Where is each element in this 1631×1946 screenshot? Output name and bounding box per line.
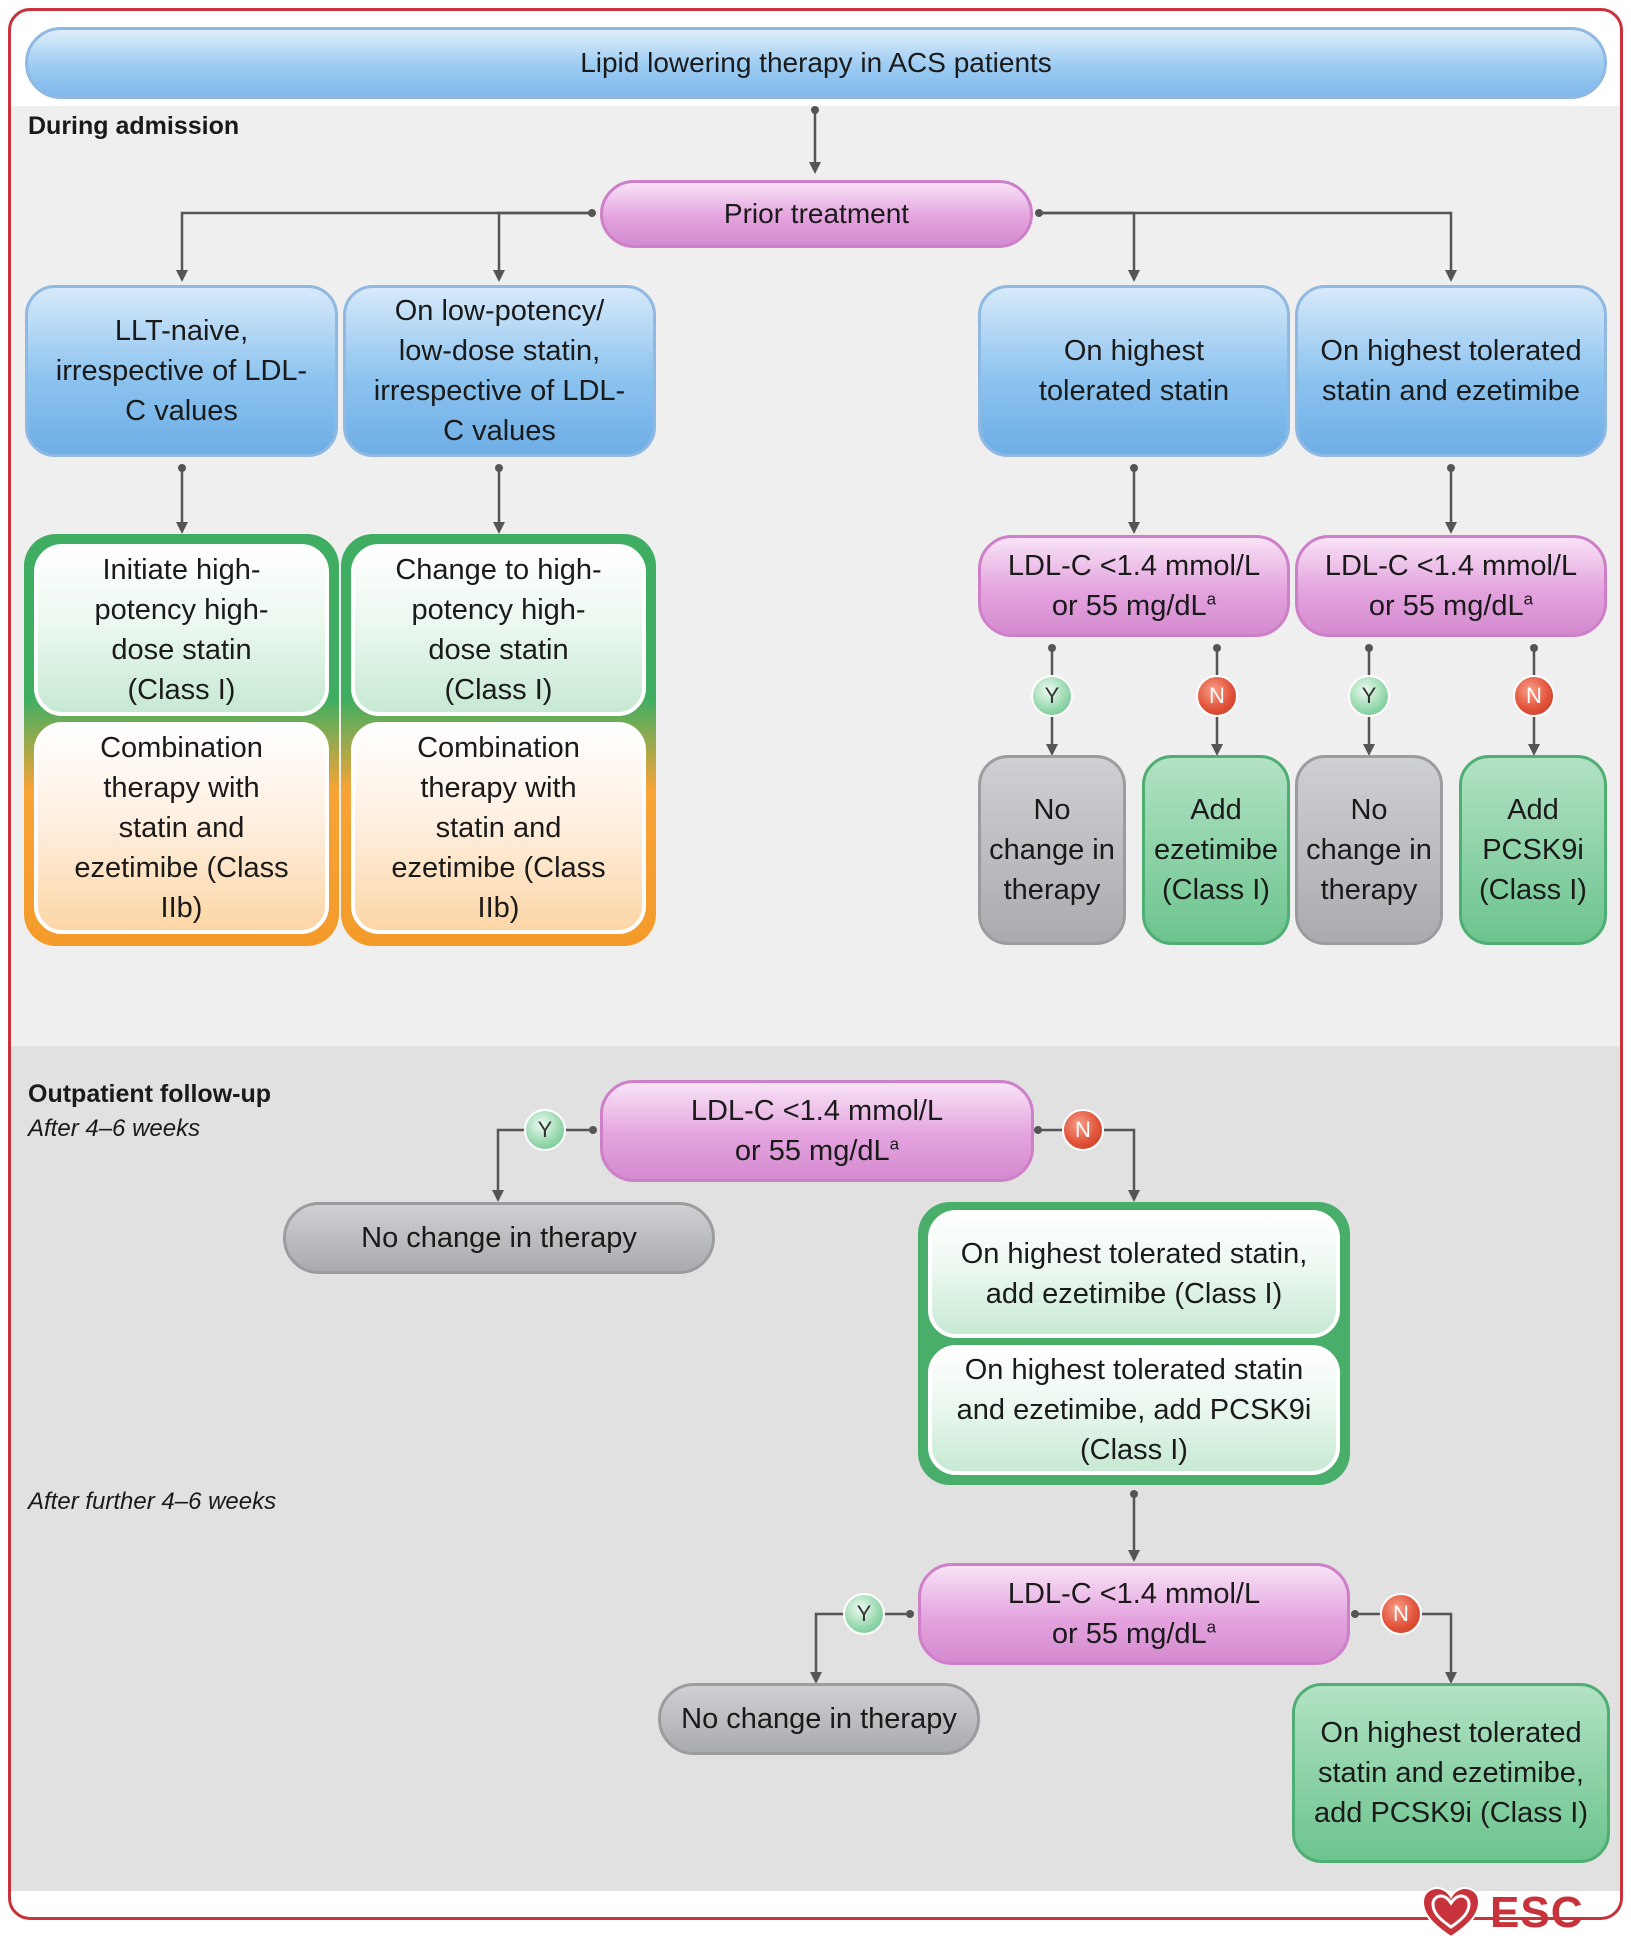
yes-badge: Y [843,1593,885,1635]
yes-badge: Y [1348,675,1390,717]
section-outpatient: Outpatient follow-up [28,1080,272,1108]
ldl-check-line1: LDL-C <1.4 mmol/L [1324,550,1578,582]
category-highest-tolerated-statin: On highest tolerated statin [978,285,1290,457]
interval-label: After further 4–6 weeks [28,1488,277,1515]
prior-treatment-node: Prior treatment [600,180,1033,248]
action-combination-therapy: Combination therapy with statin and ezet… [351,722,646,934]
followup-add-pcsk9i: On highest tolerated statin and ezetimib… [928,1345,1340,1475]
outcome-no-change: No change in therapy [978,755,1126,945]
category-low-dose-statin: On low-potency/ low-dose statin, irrespe… [343,285,656,457]
outcome-no-change: No change in therapy [658,1683,980,1755]
followup-action-stack: On highest tolerated statin, add ezetimi… [918,1202,1350,1485]
category-statin-and-ezetimibe: On highest tolerated statin and ezetimib… [1295,285,1607,457]
ldl-check: LDL-C <1.4 mmol/L or 55 mg/dLa [978,535,1290,637]
ldl-check-line1: LDL-C <1.4 mmol/L [1007,550,1261,582]
esc-logo-text: ESC [1490,1888,1584,1937]
no-badge: N [1380,1593,1422,1635]
outcome-add-pcsk9i: Add PCSK9i (Class I) [1459,755,1607,945]
ldl-check-line2: or 55 mg/dLa [1051,1617,1217,1650]
no-badge: N [1062,1109,1104,1151]
heart-icon [1421,1886,1481,1939]
outcome-no-change: No change in therapy [1295,755,1443,945]
action-stack-naive: Initiate high-potency high-dose statin (… [24,534,339,946]
ldl-check-line2: or 55 mg/dLa [734,1134,900,1167]
ldl-check-line2: or 55 mg/dLa [1051,589,1217,622]
action-combination-therapy: Combination therapy with statin and ezet… [34,722,329,934]
action-initiate-statin: Initiate high-potency high-dose statin (… [34,544,329,716]
ldl-check-line1: LDL-C <1.4 mmol/L [1007,1578,1261,1610]
action-change-statin: Change to high-potency high-dose statin … [351,544,646,716]
section-during-admission: During admission [28,112,240,140]
ldl-check-followup-2: LDL-C <1.4 mmol/L or 55 mg/dLa [918,1563,1350,1665]
no-badge: N [1513,675,1555,717]
yes-badge: Y [1031,675,1073,717]
interval-label: After 4–6 weeks [28,1115,201,1142]
followup-add-ezetimibe: On highest tolerated statin, add ezetimi… [928,1210,1340,1338]
final-add-pcsk9i: On highest tolerated statin and ezetimib… [1292,1683,1610,1863]
ldl-check-line1: LDL-C <1.4 mmol/L [690,1095,944,1127]
esc-logo: ESC [1420,1885,1583,1941]
yes-badge: Y [524,1109,566,1151]
ldl-check-line2: or 55 mg/dLa [1368,589,1534,622]
ldl-check: LDL-C <1.4 mmol/L or 55 mg/dLa [1295,535,1607,637]
category-llt-naive: LLT-naive, irrespective of LDL-C values [25,285,338,457]
diagram-title: Lipid lowering therapy in ACS patients [25,27,1607,99]
no-badge: N [1196,675,1238,717]
action-stack-low-dose: Change to high-potency high-dose statin … [341,534,656,946]
ldl-check-followup-1: LDL-C <1.4 mmol/L or 55 mg/dLa [600,1080,1034,1182]
outcome-no-change: No change in therapy [283,1202,715,1274]
outcome-add-ezetimibe: Add ezetimibe (Class I) [1142,755,1290,945]
